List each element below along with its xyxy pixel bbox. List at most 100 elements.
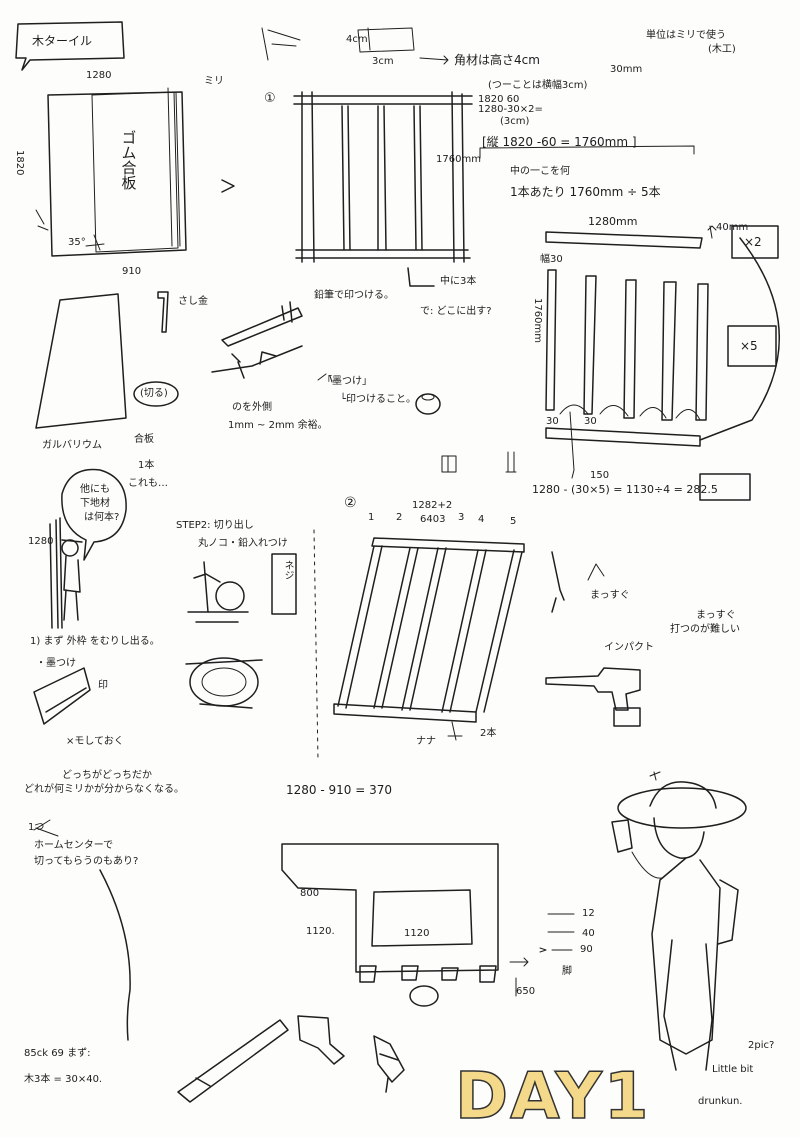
bar-width-label: 幅30	[540, 254, 563, 265]
gap-label-left: 30	[546, 416, 559, 427]
wood-size-width: 3cm	[372, 56, 394, 67]
table-width: 800	[300, 888, 320, 899]
page-title: 木ターイル	[32, 34, 93, 48]
lumber-calc: 木3本 = 30×40.	[24, 1074, 103, 1085]
board-sheet-inner	[91, 91, 179, 253]
question-bubble	[61, 468, 127, 561]
vertical-calc: [縦 1820 -60 = 1760mm ]	[482, 135, 637, 149]
top-bar-length: 1280mm	[588, 215, 638, 228]
stamp-block	[33, 667, 91, 725]
board-width-label: 1280	[86, 70, 112, 81]
lumber-height: 1280	[28, 536, 54, 547]
material-note-count: 1本	[138, 460, 155, 471]
ink-pot	[415, 393, 441, 415]
lumber-note: 角材は高さ4cm	[454, 53, 540, 67]
fit-label-a: ナナ	[416, 736, 436, 747]
question-line-2: 切ってもらうのもあり?	[34, 856, 139, 867]
board-mark: ミリ	[204, 76, 224, 87]
straight-note-sub: 打つのが難しい	[670, 624, 740, 635]
step2-number-top: 1282+2	[412, 500, 453, 511]
person-with-lumber	[49, 517, 83, 629]
gap-label-right: 30	[584, 416, 597, 427]
table-drawing	[281, 843, 529, 1007]
hand-screw	[551, 551, 565, 613]
step2-number-2: 2	[396, 512, 403, 523]
fit-label-b: 2本	[480, 728, 497, 739]
screw-straight: まっすぐ	[590, 590, 630, 601]
step2-sub: 丸ノコ・鉛入れつけ	[198, 538, 288, 549]
board-material-label: ゴム合板	[119, 130, 138, 190]
bubble-text-3: は何本?	[84, 512, 120, 523]
saw-board	[177, 1019, 289, 1103]
step2-number-4: 4	[478, 514, 485, 525]
knife-margin: 1mm ~ 2mm 余裕。	[228, 420, 328, 431]
per-piece-calc: 1本あたり 1760mm ÷ 5本	[510, 185, 661, 199]
step1-frame-height: 1760mm	[436, 154, 481, 165]
hand-label: ネジ	[282, 560, 293, 580]
step1-calc-3: (3cm)	[500, 116, 530, 127]
board-height-label: 1820	[14, 150, 25, 176]
table-legs-length: 650	[516, 986, 536, 997]
person-sketch	[611, 781, 747, 1071]
two-pic-note: 2pic?	[748, 1040, 775, 1051]
pencil-drawing	[221, 301, 303, 347]
bubble-text-2: 下地材	[80, 498, 110, 509]
arrow-to-step1	[221, 179, 235, 193]
unit-note: 単位はミリで使う	[646, 30, 726, 41]
warning-line-1: どっちがどっちだか	[62, 770, 152, 781]
step2-marker: ②	[344, 495, 357, 511]
leg-size-90: 90	[580, 944, 593, 955]
little-bit-note: Little bit	[712, 1064, 754, 1075]
ink-note: 「墨つけ」	[322, 376, 372, 387]
frame-drawing-step1	[293, 91, 473, 263]
day-banner: DAY1	[454, 1059, 651, 1135]
cut-label: (切る)	[140, 388, 168, 399]
step1-question: で: どこに出す?	[420, 306, 492, 317]
diff-calc: 1280 - 910 = 370	[286, 783, 392, 797]
ink-note-sub: └印つけること。	[340, 394, 417, 405]
step1-marker: ①	[264, 91, 276, 106]
question-label: 1つ	[28, 822, 45, 833]
frame-drawing-step2	[333, 537, 525, 741]
drunk-note: drunkun.	[698, 1096, 743, 1107]
unit-note-sub: (木工)	[708, 44, 736, 55]
gap-calc: 1280 - (30×5) = 1130÷4 = 282.5	[532, 483, 718, 496]
step-cut-note: 1) まず 外枠 をむりし出る。	[30, 636, 160, 647]
per-piece-note: 中の一こを何	[510, 166, 570, 177]
quantity-x2: ×2	[744, 235, 762, 249]
question-arc	[99, 869, 131, 1041]
impact-label: インパクト	[604, 642, 654, 653]
leg-label: 脚	[562, 966, 572, 977]
gap-value: 150	[590, 470, 610, 481]
wood-size-height: 4cm	[346, 34, 368, 45]
square-label: さし金	[178, 296, 208, 307]
question-line-1: ホームセンターで	[34, 840, 114, 851]
ink-step: ・墨つけ	[36, 658, 76, 669]
impact-drill	[545, 667, 641, 727]
step2-number-3: 3	[458, 512, 465, 523]
step2-sub-numbers: 6403	[420, 514, 446, 525]
title-bubble	[15, 21, 125, 71]
quantity-x5: ×5	[740, 339, 758, 353]
vertical-bar-length: 1760mm	[532, 298, 543, 343]
board-corner-label: 35°	[68, 237, 86, 248]
bubble-sub: これも…	[128, 478, 168, 489]
knife-note: のを外側	[232, 402, 272, 413]
saw-note-box	[271, 553, 297, 615]
leg-size-40: 40	[582, 928, 595, 939]
middle-pieces: 中に3本	[440, 276, 477, 287]
cut-board	[35, 293, 127, 429]
step1-calc-2: 1280-30×2=	[478, 104, 543, 115]
bar-depth-label: 40mm	[716, 222, 749, 233]
lumber-30mm: 30mm	[610, 64, 643, 75]
step2-number-1: 1	[368, 512, 375, 523]
step2-label: STEP2: 切り出し	[176, 520, 254, 531]
straight-note: まっすぐ	[696, 610, 736, 621]
board-sheet	[47, 91, 187, 257]
table-height: 1120.	[306, 926, 335, 937]
square-tool	[157, 291, 169, 333]
board-bottom-label: 910	[122, 266, 142, 277]
material-note-plywood: 合板	[134, 434, 154, 445]
